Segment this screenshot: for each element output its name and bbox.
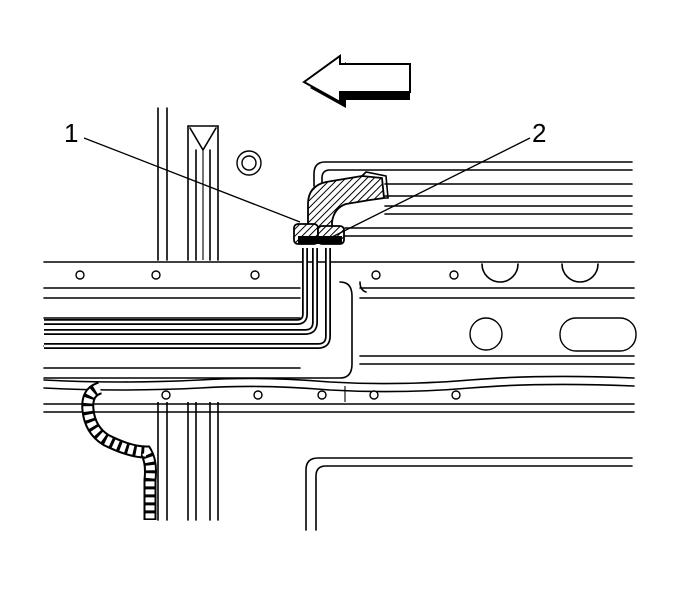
lower-right-panel xyxy=(305,457,633,531)
fuel-lines xyxy=(44,248,331,349)
upper-right-panel xyxy=(313,161,633,237)
callout-leader-1 xyxy=(83,137,301,223)
frame-rail xyxy=(43,261,637,413)
callout-label-1: 1 xyxy=(64,118,78,148)
wiring-harness xyxy=(81,381,157,520)
fuel-line-connector xyxy=(293,171,389,245)
arrow-left-icon xyxy=(302,54,411,108)
grommet xyxy=(236,150,262,176)
vertical-pillar xyxy=(157,107,219,521)
callout-label-2: 2 xyxy=(532,118,546,148)
callout-leader-2 xyxy=(329,137,531,239)
